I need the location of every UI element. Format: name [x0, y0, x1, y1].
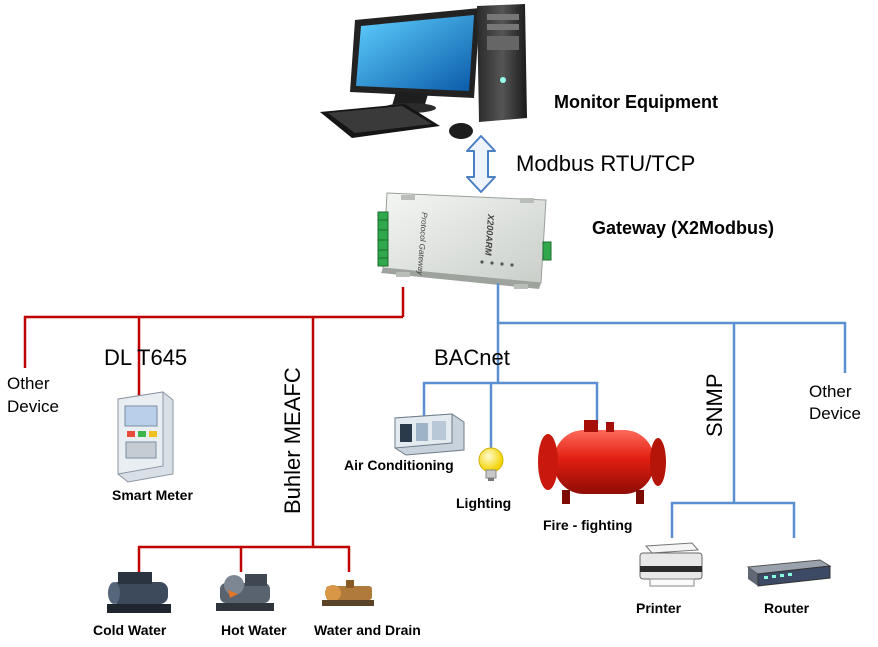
smart-meter-label: Smart Meter	[112, 487, 193, 503]
pump-icon	[322, 580, 374, 606]
left-bus-lines	[23, 287, 405, 572]
router-label: Router	[764, 600, 810, 616]
bacnet-protocol-label: BACnet	[434, 345, 510, 370]
gateway-label: Gateway (X2Modbus)	[592, 218, 774, 238]
air-conditioning-label: Air Conditioning	[344, 457, 454, 473]
left-other-device-label-line1: Other	[7, 374, 50, 393]
modbus-protocol-label: Modbus RTU/TCP	[516, 151, 695, 176]
air-conditioner-icon	[394, 413, 465, 456]
dl-t645-protocol-label: DL T645	[104, 345, 187, 370]
gateway-device-icon	[377, 192, 552, 289]
printer-icon	[639, 542, 703, 587]
lighting-label: Lighting	[456, 495, 511, 511]
gateway-face-text-1: Protocol Gateway	[416, 212, 429, 277]
snmp-protocol-label: SNMP	[702, 373, 727, 437]
router-icon	[746, 559, 832, 587]
fire-tank-icon	[538, 420, 666, 504]
computer-icon	[320, 4, 527, 139]
bidirectional-arrow-icon	[466, 135, 496, 193]
right-other-device-label-line2: Device	[809, 404, 861, 423]
chiller-icon	[107, 572, 171, 613]
right-bus-lines	[422, 283, 847, 538]
fire-fighting-label: Fire - fighting	[543, 517, 632, 533]
hot-water-chiller-icon	[216, 574, 274, 611]
cold-water-label: Cold Water	[93, 622, 167, 638]
smart-meter-cabinet-icon	[117, 391, 174, 483]
left-other-device-label-line2: Device	[7, 397, 59, 416]
printer-label: Printer	[636, 600, 682, 616]
light-bulb-icon	[478, 447, 504, 481]
monitor-equipment-label: Monitor Equipment	[554, 92, 718, 112]
hot-water-label: Hot Water	[221, 622, 287, 638]
right-other-device-label-line1: Other	[809, 382, 852, 401]
gateway-face-text-2: X200ARM	[483, 213, 496, 257]
water-and-drain-label: Water and Drain	[314, 622, 421, 638]
buhler-meafc-protocol-label: Buhler MEAFC	[280, 367, 305, 514]
